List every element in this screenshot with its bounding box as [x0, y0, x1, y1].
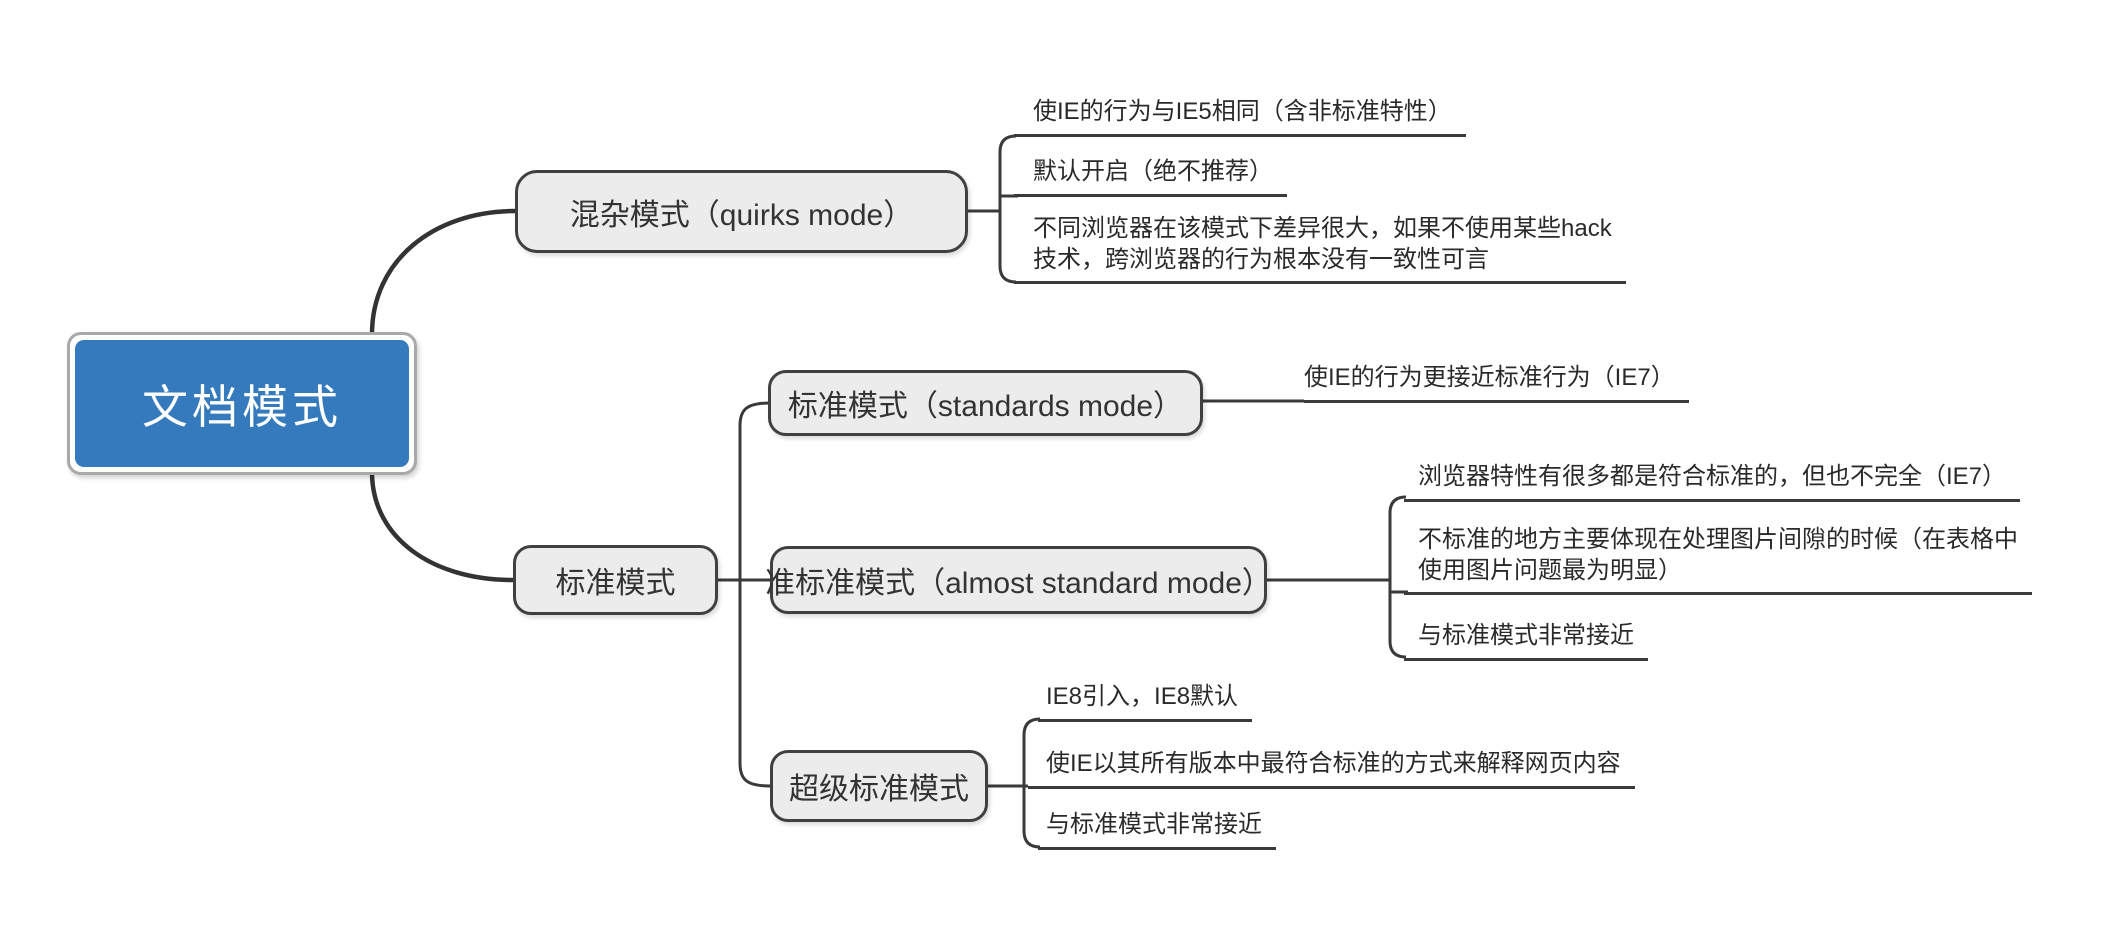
topic-standard-mode[interactable]: 标准模式: [513, 545, 718, 615]
topic-quirks-mode[interactable]: 混杂模式（quirks mode）: [515, 170, 968, 253]
curve-root-to-standard: [369, 469, 516, 583]
root-topic-label: 文档模式: [75, 340, 409, 467]
trunk-quirks-leaves: [998, 134, 1017, 284]
topic-super-standard-mode[interactable]: 超级标准模式: [770, 750, 988, 822]
leaf-mostly-standard[interactable]: 浏览器特性有很多都是符合标准的，但也不完全（IE7）: [1404, 461, 2021, 502]
topic-standards-mode[interactable]: 标准模式（standards mode）: [768, 370, 1203, 436]
trunk-almost-standard-leaves: [1388, 495, 1407, 659]
topic-standards-mode-label: 标准模式（standards mode）: [787, 390, 1184, 423]
leaf-default-on[interactable]: 默认开启（绝不推荐）: [1014, 156, 1287, 197]
leaf-closer-to-standards[interactable]: 使IE的行为更接近标准行为（IE7）: [1304, 362, 1689, 403]
leaf-close-to-standard-1[interactable]: 与标准模式非常接近: [1404, 620, 1648, 661]
topic-quirks-mode-label: 混杂模式（quirks mode）: [569, 198, 914, 232]
trunk-standard-children: [738, 401, 771, 788]
leaf-ie8-introduced[interactable]: IE8引入，IE8默认: [1038, 681, 1253, 722]
leaf-close-to-standard-2[interactable]: 与标准模式非常接近: [1038, 809, 1276, 850]
leaf-browser-differences[interactable]: 不同浏览器在该模式下差异很大，如果不使用某些hack 技术，跨浏览器的行为根本没…: [1014, 213, 1626, 284]
topic-super-standard-mode-label: 超级标准模式: [789, 773, 969, 806]
topic-almost-standard-mode-label: 准标准模式（almost standard mode）: [765, 567, 1272, 600]
leaf-ie5-behavior[interactable]: 使IE的行为与IE5相同（含非标准特性）: [1014, 96, 1466, 137]
trunk-super-standard-leaves: [1022, 717, 1041, 849]
root-topic[interactable]: 文档模式: [67, 332, 417, 475]
topic-standard-mode-label: 标准模式: [555, 567, 676, 600]
topic-almost-standard-mode[interactable]: 准标准模式（almost standard mode）: [765, 546, 1272, 614]
leaf-image-gap[interactable]: 不标准的地方主要体现在处理图片间隙的时候（在表格中 使用图片问题最为明显）: [1404, 524, 2032, 595]
leaf-ie8-most-standard[interactable]: 使IE以其所有版本中最符合标准的方式来解释网页内容: [1028, 748, 1635, 789]
curve-root-to-quirks: [369, 208, 519, 337]
